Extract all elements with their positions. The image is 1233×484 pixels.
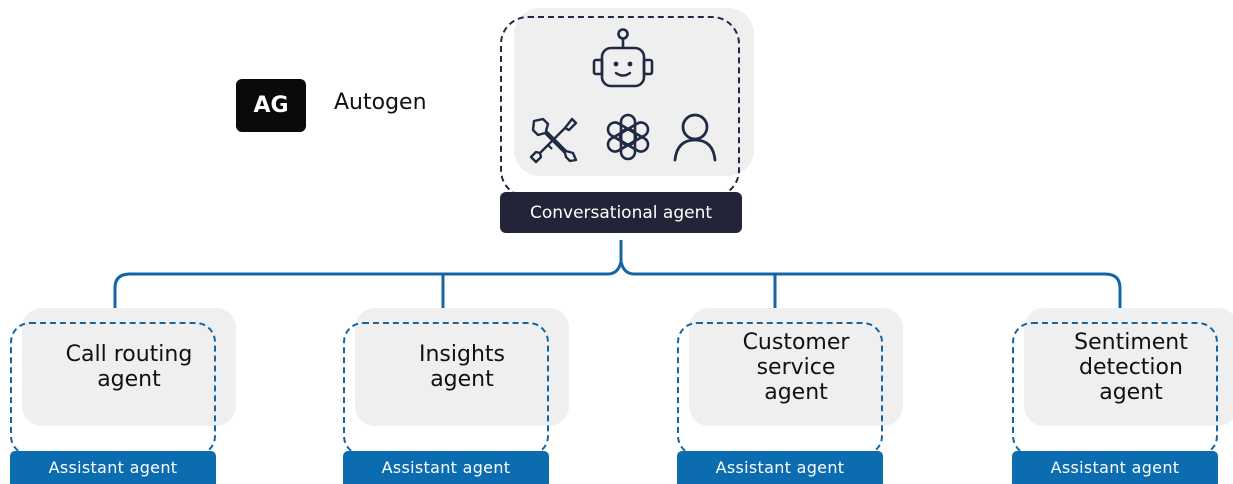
agent-title-line: agent <box>764 379 828 405</box>
autogen-name: Autogen <box>334 90 427 115</box>
conversational-agent-label: Conversational agent <box>500 192 742 233</box>
agent-title-line: Sentiment <box>1074 329 1188 355</box>
agent-title-line: Customer <box>742 329 850 355</box>
openai-icon <box>606 113 650 161</box>
agent-title-line: agent <box>97 367 161 392</box>
agent-title-line: agent <box>1099 379 1163 405</box>
agent-title-line: Insights <box>418 342 505 367</box>
autogen-logo-badge: AG <box>236 79 306 132</box>
agent-title-line: service <box>756 354 836 380</box>
user-icon <box>673 113 717 162</box>
connector-bracket <box>113 261 1122 308</box>
call-routing-assistant-label: Assistant agent <box>10 451 216 484</box>
customer-service-assistant-label: Assistant agent <box>677 451 883 484</box>
tools-icon <box>529 117 578 164</box>
agent-title-line: Call routing <box>65 342 193 367</box>
agent-title-line: agent <box>430 367 494 392</box>
sentiment-detection-assistant-label: Assistant agent <box>1012 451 1218 484</box>
robot-icon <box>592 28 654 88</box>
insights-assistant-label: Assistant agent <box>343 451 549 484</box>
agent-title-line: detection <box>1079 354 1183 380</box>
